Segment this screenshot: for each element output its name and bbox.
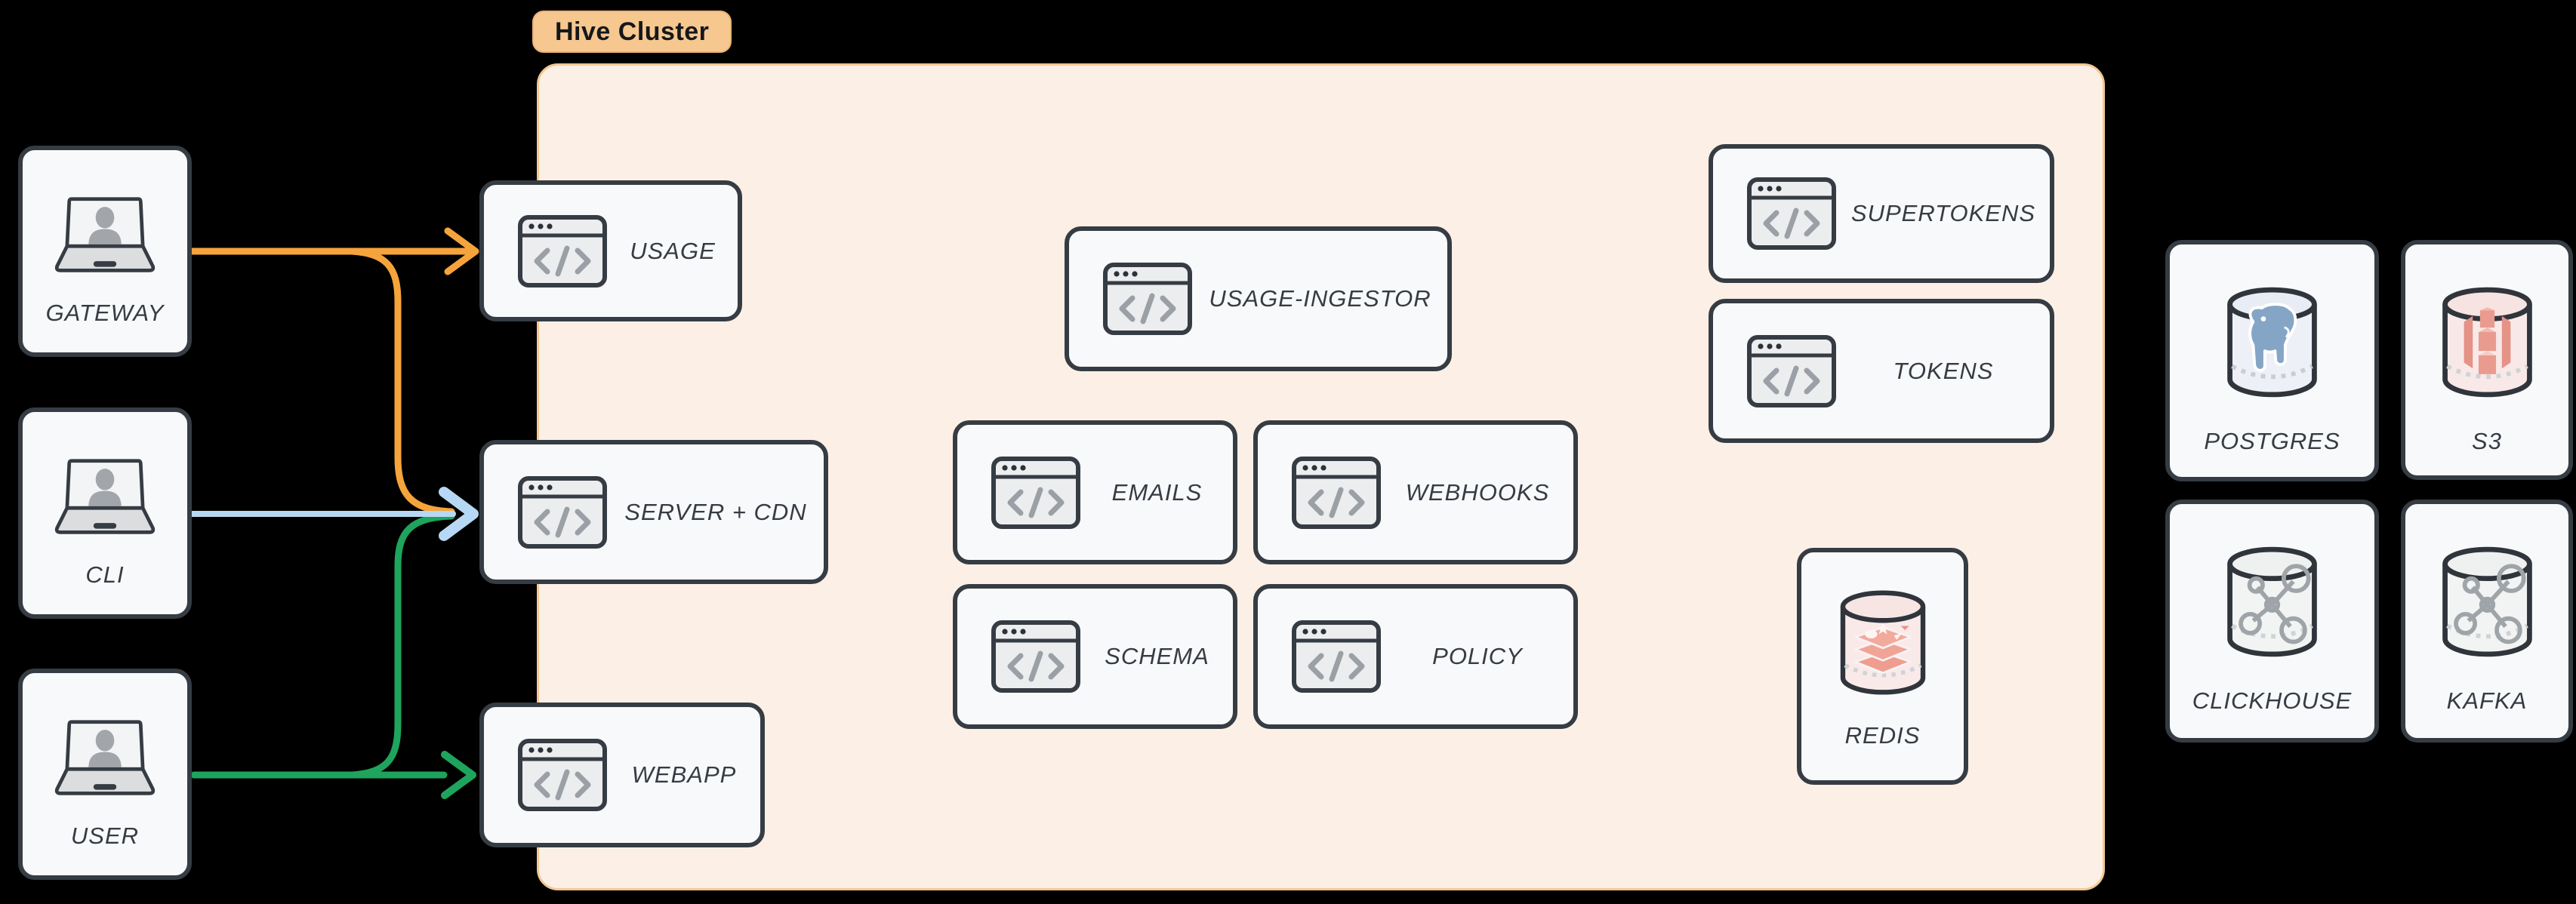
service-label: EMAILS: [1111, 478, 1203, 506]
datastore-label: S3: [2472, 428, 2502, 454]
client-node-gateway: GATEWAY: [18, 146, 192, 357]
service-node-emails: EMAILS: [953, 420, 1237, 564]
client-node-cli: CLI: [18, 407, 192, 619]
datastore-label: KAFKA: [2446, 687, 2528, 714]
service-label: TOKENS: [1893, 357, 1994, 384]
hive-cluster-tag: Hive Cluster: [532, 11, 732, 53]
hive-cluster-tag-label: Hive Cluster: [555, 17, 710, 46]
service-node-schema: SCHEMA: [953, 584, 1237, 729]
service-label: SUPERTOKENS: [1850, 200, 2036, 226]
datastore-node-clickhouse: CLICKHOUSE: [2165, 500, 2379, 743]
cache-label: REDIS: [1844, 722, 1921, 749]
s3-cylinder-icon: [2436, 284, 2538, 401]
service-node-supertokens: SUPERTOKENS: [1709, 144, 2054, 283]
service-node-tokens: TOKENS: [1709, 299, 2054, 443]
code-window-icon: [517, 214, 608, 288]
datastore-node-s3: S3: [2401, 240, 2573, 480]
service-label: SCHEMA: [1105, 643, 1209, 669]
code-window-icon: [1746, 177, 1837, 251]
service-node-webapp: WEBAPP: [479, 703, 765, 847]
service-label: USAGE: [630, 237, 716, 264]
edge-gateway-server: [348, 248, 455, 515]
client-label: CLI: [85, 561, 125, 588]
client-label: GATEWAY: [45, 300, 165, 326]
service-label: WEBHOOKS: [1405, 478, 1550, 506]
service-node-webhooks: WEBHOOKS: [1253, 420, 1578, 564]
service-node-usage-ingestor: USAGE-INGESTOR: [1065, 226, 1452, 371]
cache-node-redis: REDIS: [1797, 548, 1968, 785]
code-window-icon: [517, 738, 608, 812]
service-label: POLICY: [1432, 643, 1523, 669]
edge-user-server: [348, 512, 455, 779]
client-label: USER: [70, 823, 140, 849]
redis-cylinder-icon: [1835, 587, 1931, 698]
code-window-icon: [1746, 334, 1837, 408]
arrowhead-usage: [444, 227, 479, 275]
datastore-label: CLICKHOUSE: [2192, 687, 2353, 714]
service-label: USAGE-INGESTOR: [1209, 285, 1431, 312]
datastore-node-kafka: KAFKA: [2401, 500, 2573, 743]
code-window-icon: [517, 475, 608, 549]
arrowhead-webapp: [441, 751, 476, 799]
datastore-node-postgres: POSTGRES: [2165, 240, 2379, 481]
code-window-icon: [1291, 456, 1382, 530]
arrowhead-server: [439, 487, 479, 541]
laptop-user-icon: [48, 457, 162, 537]
service-node-policy: POLICY: [1253, 584, 1578, 729]
datastore-label: POSTGRES: [2204, 428, 2340, 454]
client-node-user: USER: [18, 669, 192, 880]
laptop-user-icon: [48, 195, 162, 275]
code-window-icon: [991, 456, 1081, 530]
code-window-icon: [1291, 620, 1382, 693]
laptop-user-icon: [48, 718, 162, 798]
postgres-cylinder-icon: [2221, 284, 2323, 401]
service-label: WEBAPP: [631, 761, 737, 788]
service-label: SERVER + CDN: [624, 498, 807, 525]
code-window-icon: [991, 620, 1081, 693]
code-window-icon: [1102, 262, 1193, 336]
service-node-server-cdn: SERVER + CDN: [479, 440, 828, 584]
kafka-cylinder-icon: [2436, 543, 2538, 660]
clickhouse-cylinder-icon: [2221, 543, 2323, 660]
service-node-usage: USAGE: [479, 180, 742, 321]
